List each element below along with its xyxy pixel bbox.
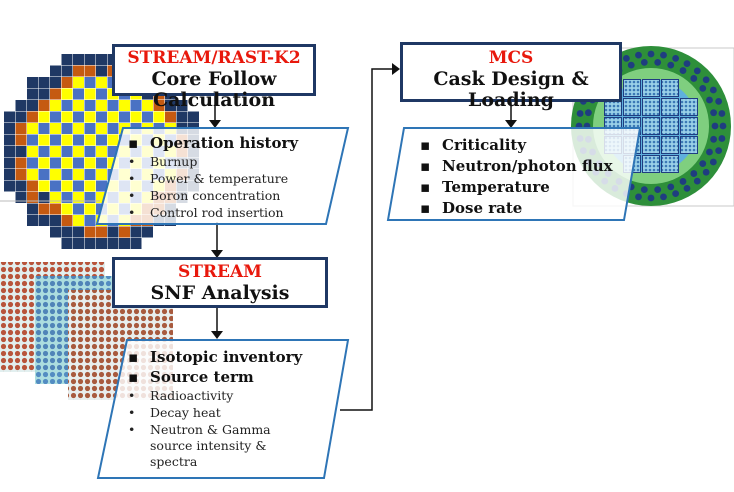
list-item: ▪Criticality: [420, 136, 527, 154]
snf-analysis-box: STREAM SNF Analysis: [112, 257, 328, 308]
list-item: •Boron concentration: [128, 188, 281, 203]
list-item-continued: source intensity &: [150, 438, 267, 453]
core-follow-box: STREAM/RAST-K2 Core Follow Calculation: [112, 44, 316, 111]
list-item: ▪Isotopic inventory: [128, 348, 303, 366]
flow-arrows: [209, 63, 517, 411]
list-item: ▪Operation history: [128, 134, 299, 152]
list-item: •Decay heat: [128, 405, 221, 420]
mcs-box-subtitle: Cask Design & Loading: [433, 67, 589, 112]
list-item-continued: spectra: [150, 454, 198, 469]
list-item: •Neutron & Gamma: [128, 422, 271, 437]
snf-box-subtitle: SNF Analysis: [150, 281, 290, 304]
list-item: •Radioactivity: [128, 388, 234, 403]
list-item: •Power & temperature: [128, 171, 289, 186]
list-item: ▪Neutron/photon flux: [420, 157, 613, 175]
isotopic-inventory-list: ▪Isotopic inventory ▪Source term •Radioa…: [128, 348, 302, 469]
core-box-title: STREAM/RAST-K2: [127, 48, 301, 68]
list-item: ▪Temperature: [420, 178, 550, 196]
list-item: •Burnup: [128, 154, 198, 169]
core-box-subtitle: Core Follow Calculation: [151, 67, 277, 112]
operation-history-list: ▪Operation history •Burnup •Power & temp…: [128, 134, 298, 220]
list-item: ▪Dose rate: [420, 199, 523, 217]
inventory-frame: [96, 339, 350, 479]
snf-box-title: STREAM: [177, 262, 263, 282]
cask-results-list: ▪Criticality ▪Neutron/photon flux ▪Tempe…: [420, 136, 613, 217]
list-frames: [95, 127, 642, 479]
mcs-box-title: MCS: [488, 48, 534, 68]
list-item: ▪Source term: [128, 368, 254, 386]
operation-frame: [95, 127, 350, 225]
list-item: •Control rod insertion: [128, 205, 284, 220]
cask-design-box: MCS Cask Design & Loading: [400, 42, 622, 111]
cask-frame: [386, 127, 642, 221]
